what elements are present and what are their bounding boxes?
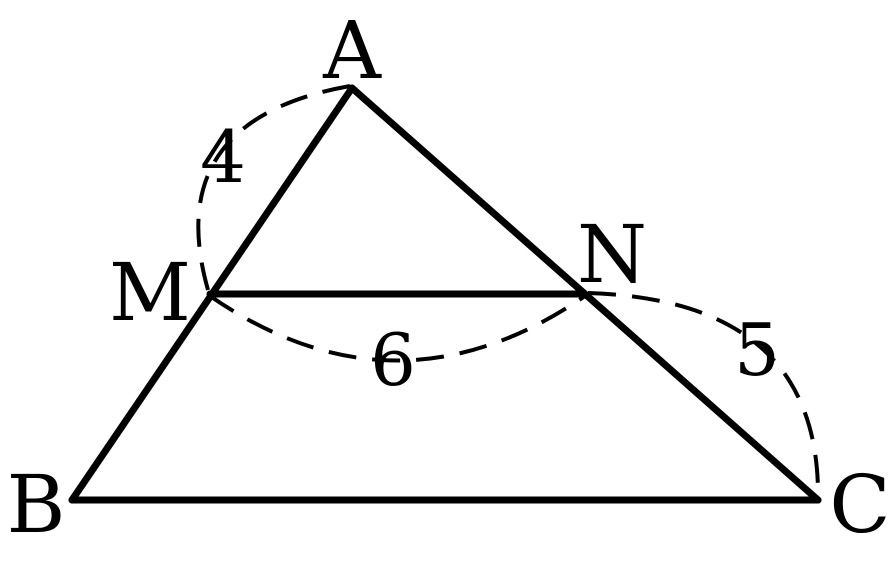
measure-label-am: 4 bbox=[200, 115, 246, 199]
point-label-c: C bbox=[829, 458, 890, 551]
measure-label-mn: 6 bbox=[370, 318, 416, 402]
point-label-m: M bbox=[109, 246, 191, 339]
point-label-n: N bbox=[577, 208, 647, 301]
measure-label-nc: 5 bbox=[734, 308, 780, 392]
point-label-a: A bbox=[322, 4, 382, 97]
point-label-b: B bbox=[7, 458, 66, 551]
measure-arc-nc bbox=[587, 291, 820, 491]
measure-arc-am bbox=[196, 84, 351, 291]
measure-arc-mn bbox=[208, 294, 587, 363]
